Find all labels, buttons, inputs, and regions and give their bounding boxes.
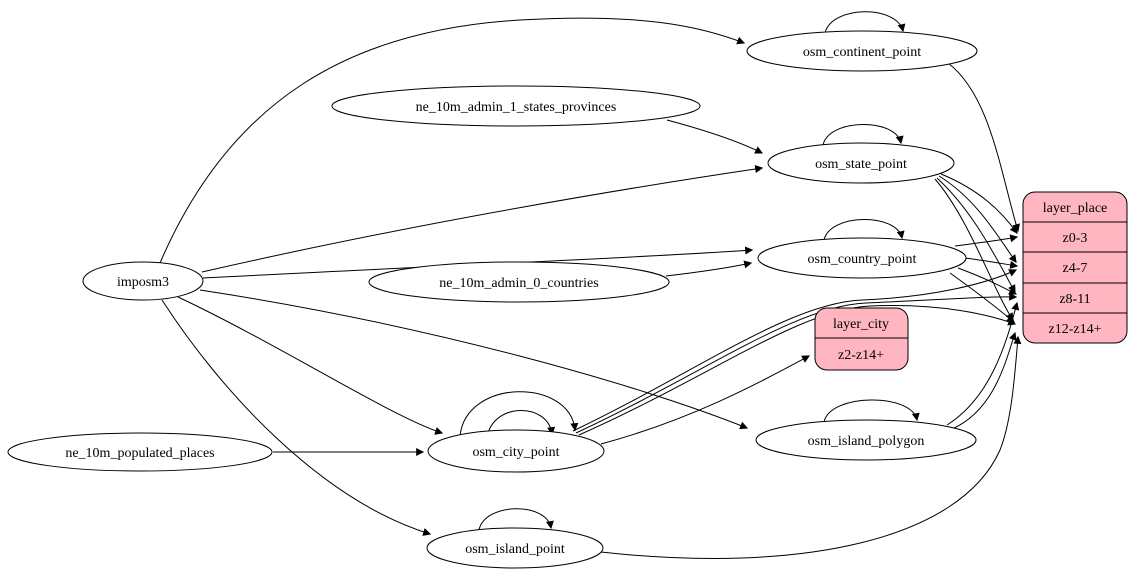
node-imposm3: imposm3 xyxy=(82,261,204,301)
node-osm_island_point-label: osm_island_point xyxy=(465,542,565,557)
edge-osm_city_point-to-layer_place-z4-7 xyxy=(572,269,1018,432)
node-osm_city_point-shape xyxy=(427,429,605,473)
record-layer_city-box xyxy=(814,307,909,371)
self-loop-osm_continent_point xyxy=(824,11,906,34)
edge-osm_state_point-to-layer_place-z12-z14 xyxy=(934,178,1014,321)
node-osm_continent_point: osm_continent_point xyxy=(746,30,978,72)
edge-osm_country_point-to-layer_place-z8-11 xyxy=(957,267,1018,295)
node-ne_10m_admin_0_countries-label: ne_10m_admin_0_countries xyxy=(439,276,598,291)
edge-ne_10m_admin_1_states_provinces-to-osm_state_point xyxy=(666,119,764,154)
record-layer_place-box xyxy=(1022,191,1128,344)
self-loop-osm_island_point xyxy=(478,508,554,531)
node-osm_island_polygon-label: osm_island_polygon xyxy=(808,434,925,449)
node-osm_island_polygon: osm_island_polygon xyxy=(755,419,977,461)
edge-osm_island_polygon-to-layer_place-z12-z14 xyxy=(951,331,1017,430)
node-osm_state_point: osm_state_point xyxy=(767,142,955,184)
edge-imposm3-to-osm_continent_point xyxy=(159,17,746,264)
node-osm_island_point-shape xyxy=(426,527,604,569)
edge-ne_10m_admin_0_countries-to-osm_country_point xyxy=(665,260,753,277)
edge-osm_continent_point-to-layer_place-z0-3 xyxy=(947,62,1020,233)
self-loop-osm_country_point xyxy=(823,219,905,241)
record-layer_place-title: layer_place xyxy=(1043,201,1108,216)
node-ne_10m_admin_0_countries-shape xyxy=(368,261,670,303)
edge-osm_country_point-to-layer_place-z0-3 xyxy=(954,234,1019,247)
edge-osm_city_point-to-layer_place-z8-11 xyxy=(575,292,1018,434)
record-layer_city-title: layer_city xyxy=(833,317,889,332)
self-loop-osm_state_point xyxy=(822,124,904,146)
record-layer_place-row-z4-7: z4-7 xyxy=(1063,261,1088,276)
node-osm_country_point-label: osm_country_point xyxy=(808,252,917,267)
node-osm_country_point-shape xyxy=(757,237,967,279)
edge-osm_state_point-to-layer_place-z0-3 xyxy=(940,173,1018,234)
edge-imposm3-to-osm_city_point xyxy=(177,296,444,435)
node-ne_10m_admin_1_states_provinces: ne_10m_admin_1_states_provinces xyxy=(331,85,701,127)
edge-imposm3-to-osm_state_point xyxy=(201,165,764,273)
node-osm_country_point: osm_country_point xyxy=(757,237,967,279)
node-ne_10m_populated_places-shape xyxy=(7,432,273,472)
node-layer: imposm3 ne_10m_admin_1_states_provinces … xyxy=(7,30,978,569)
node-osm_island_polygon-shape xyxy=(755,419,977,461)
record-layer_place-row-z8-11: z8-11 xyxy=(1059,292,1090,307)
self-loop-osm_island_polygon xyxy=(823,399,920,423)
node-imposm3-shape xyxy=(82,261,204,301)
node-ne_10m_admin_1_states_provinces-label: ne_10m_admin_1_states_provinces xyxy=(416,100,617,115)
record-layer_place-row-z12-z14: z12-z14+ xyxy=(1049,322,1102,337)
edge-layer xyxy=(159,11,1022,559)
record-layer_city: layer_city z2-z14+ xyxy=(814,307,909,371)
self-loop-inner-osm_city_point xyxy=(486,410,556,439)
edge-osm_city_point-to-layer_city-z2-z14 xyxy=(600,355,811,445)
self-loop-outer-osm_city_point xyxy=(459,391,579,437)
record-layer_place-row-z0-3: z0-3 xyxy=(1063,231,1088,246)
node-ne_10m_populated_places-label: ne_10m_populated_places xyxy=(65,446,214,461)
node-osm_city_point-label: osm_city_point xyxy=(472,445,559,460)
edge-osm_island_polygon-to-layer_place-z8-11 xyxy=(946,301,1020,426)
node-osm_island_point: osm_island_point xyxy=(426,527,604,569)
node-ne_10m_admin_1_states_provinces-shape xyxy=(331,85,701,127)
node-osm_continent_point-label: osm_continent_point xyxy=(803,45,921,60)
edge-osm_state_point-to-layer_place-z8-11 xyxy=(936,177,1016,294)
node-osm_continent_point-shape xyxy=(746,30,978,72)
edge-osm_state_point-to-layer_place-z4-7 xyxy=(938,175,1017,263)
edge-osm_country_point-to-layer_place-z4-7 xyxy=(964,257,1019,269)
node-imposm3-label: imposm3 xyxy=(117,275,169,290)
node-osm_state_point-shape xyxy=(767,142,955,184)
node-osm_city_point: osm_city_point xyxy=(427,429,605,473)
edge-osm_city_point-to-layer_place-z12-z14 xyxy=(578,305,1017,436)
edge-imposm3-to-osm_island_point xyxy=(161,299,432,536)
node-ne_10m_populated_places: ne_10m_populated_places xyxy=(7,432,273,472)
node-osm_state_point-label: osm_state_point xyxy=(815,157,907,172)
edge-osm_island_point-to-layer_place-z12-z14 xyxy=(600,335,1022,559)
record-layer_place: layer_place z0-3 z4-7 z8-11 z12-z14+ xyxy=(1022,191,1128,344)
node-ne_10m_admin_0_countries: ne_10m_admin_0_countries xyxy=(368,261,670,303)
edge-imposm3-to-osm_island_polygon xyxy=(199,289,749,430)
record-layer_city-row-z2-z14: z2-z14+ xyxy=(838,348,884,363)
